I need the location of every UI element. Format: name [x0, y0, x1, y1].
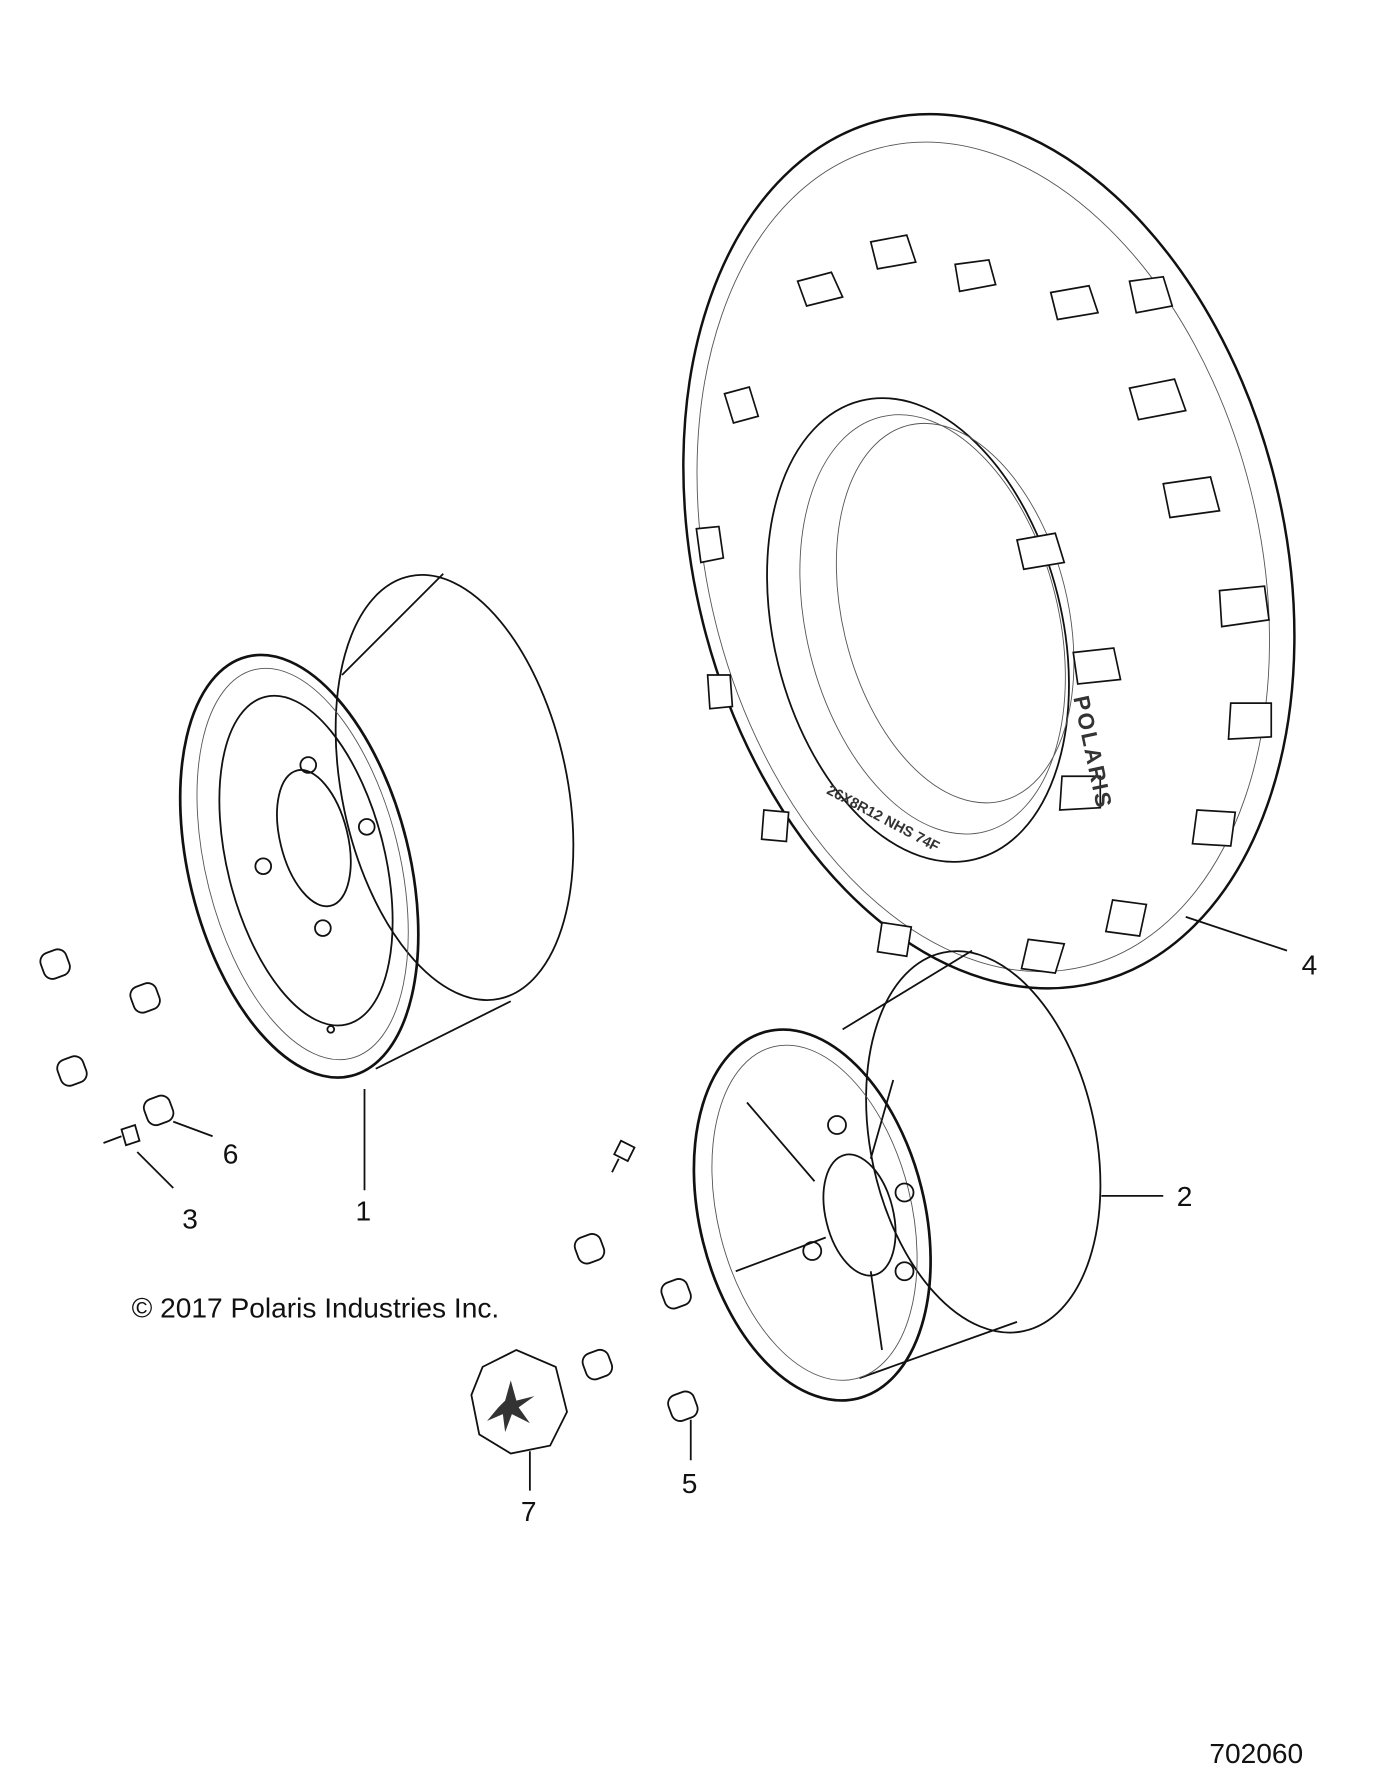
- copyright-text: © 2017 Polaris Industries Inc.: [132, 1292, 500, 1323]
- diagram-number: 702060: [1209, 1738, 1303, 1769]
- wheel-rear[interactable]: [657, 929, 1133, 1425]
- lug-nuts-front[interactable]: [38, 947, 176, 1128]
- callout-2[interactable]: 2: [1177, 1181, 1193, 1212]
- lug-nuts-rear[interactable]: [572, 1231, 700, 1423]
- tire-size-text: 26X8R12 NHS 74F: [824, 783, 942, 856]
- hub-cap[interactable]: [470, 1349, 568, 1455]
- wheel-front[interactable]: [140, 553, 609, 1103]
- callout-7[interactable]: 7: [521, 1496, 537, 1527]
- leader-lines: [136, 916, 1288, 1491]
- valve-stems[interactable]: [103, 1123, 636, 1173]
- callout-3[interactable]: 3: [182, 1204, 198, 1235]
- callout-6[interactable]: 6: [223, 1138, 239, 1169]
- tire[interactable]: POLARIS 26X8R12 NHS 74F: [595, 49, 1382, 1054]
- callout-4[interactable]: 4: [1302, 949, 1318, 980]
- callout-1[interactable]: 1: [356, 1196, 372, 1227]
- callout-5[interactable]: 5: [682, 1468, 698, 1499]
